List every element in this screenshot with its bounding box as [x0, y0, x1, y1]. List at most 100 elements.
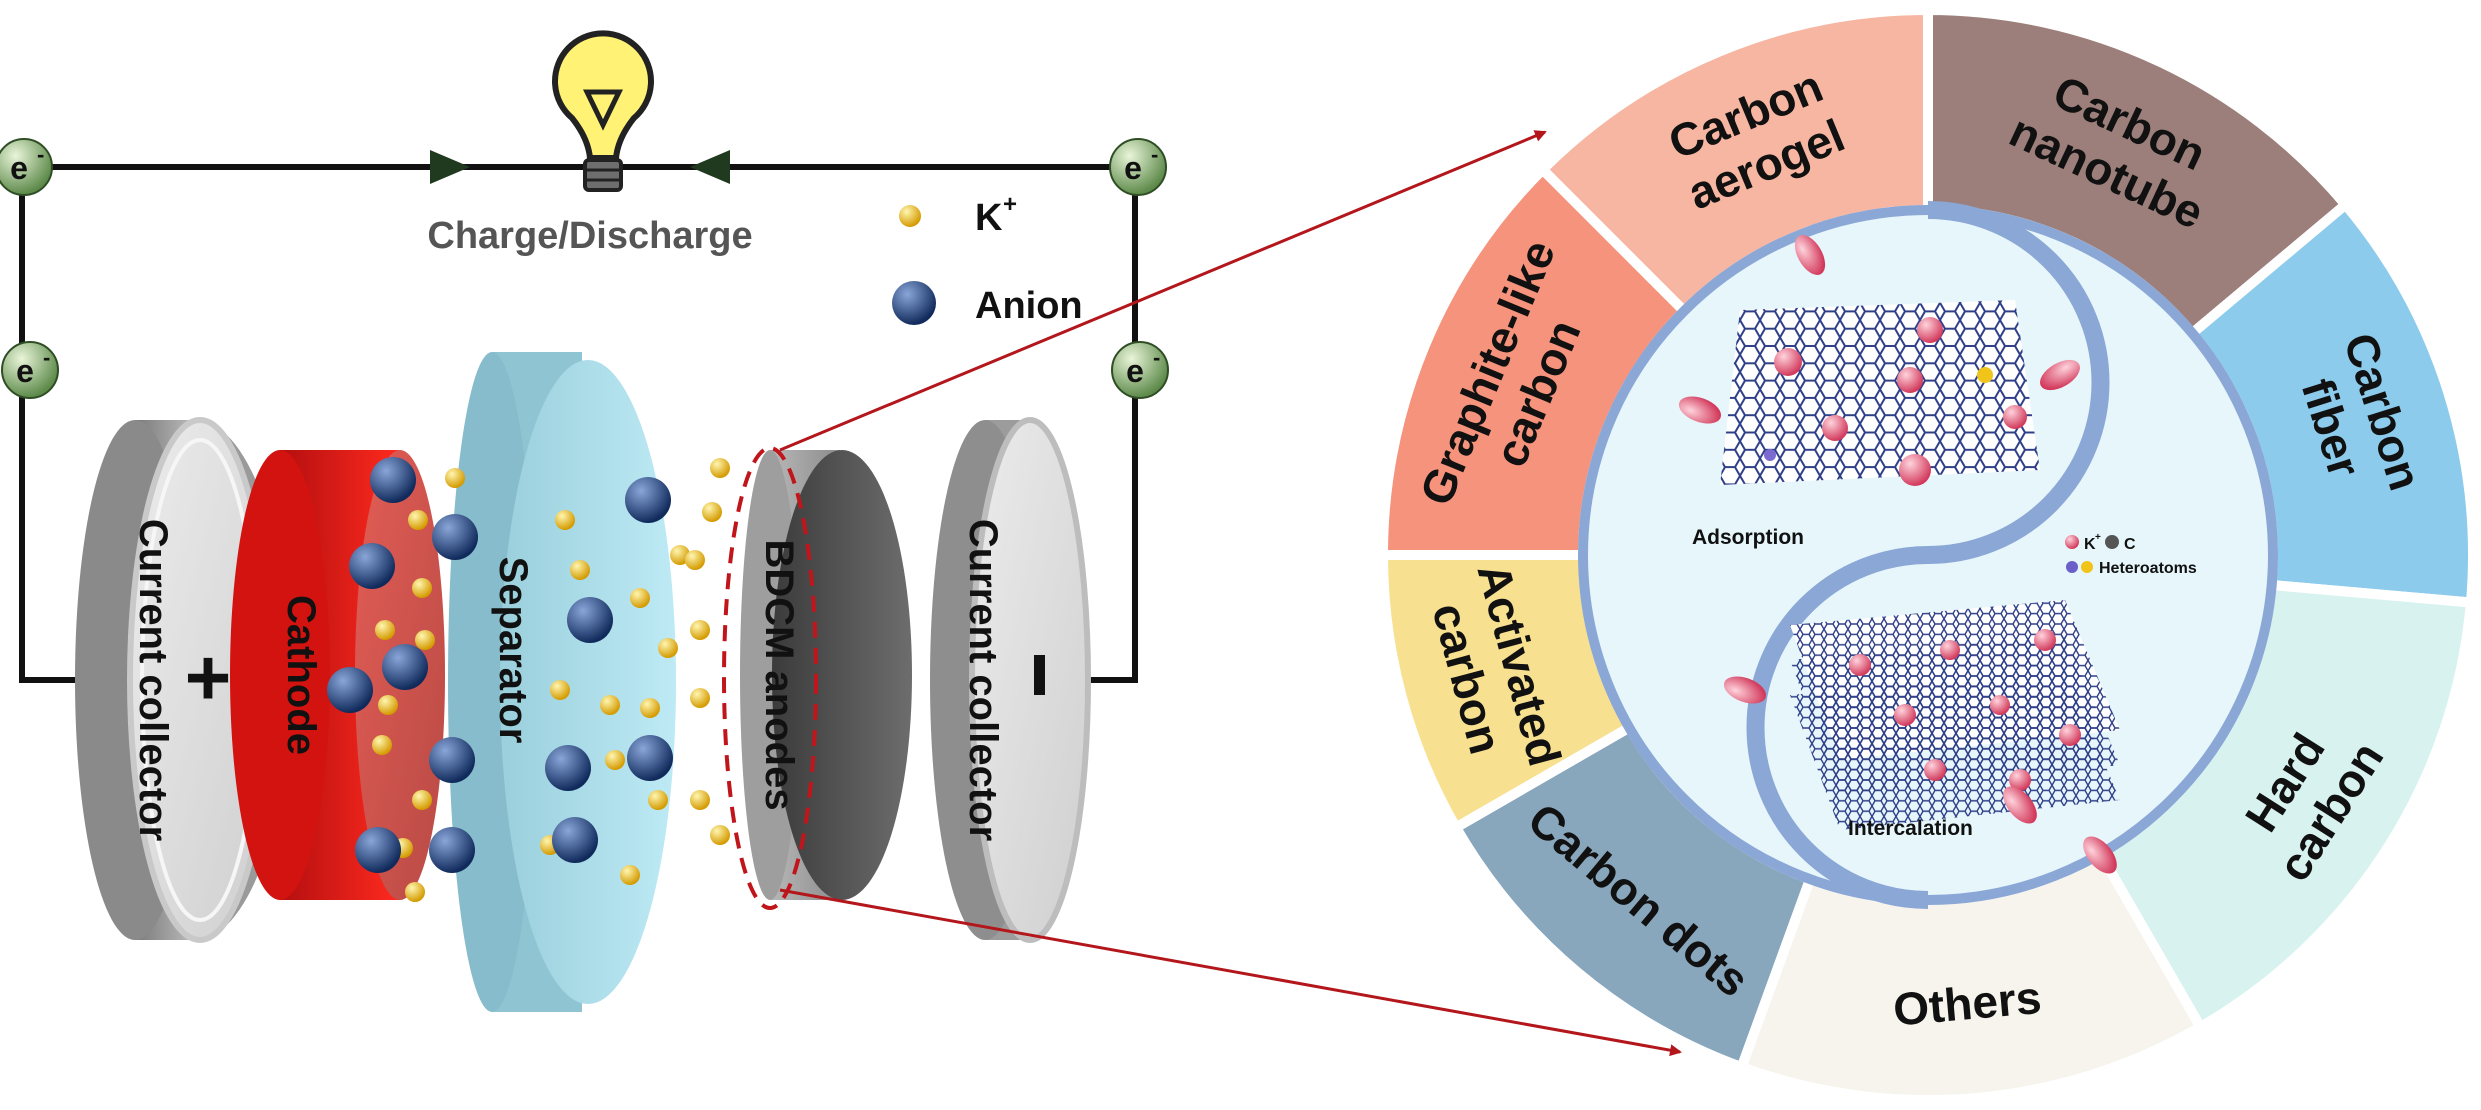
k-ion: [372, 735, 392, 755]
separator-label: Separator: [491, 557, 535, 744]
plus-sign: +: [185, 633, 232, 722]
cathode-label: Cathode: [279, 595, 323, 755]
right-collector-label: Current collector: [961, 519, 1005, 841]
wheel-segment-activated-carbon: Activatedcarbon: [1377, 550, 1637, 835]
electron-1: e -: [0, 138, 53, 196]
k-ion-dot: [2065, 535, 2079, 549]
k-ion: [685, 550, 705, 570]
ions: [327, 457, 730, 902]
zoom-arrow-bottom: [779, 888, 1682, 1057]
k-ion: [658, 638, 678, 658]
anion: [429, 827, 475, 873]
wheel-segment-hard-carbon: Hardcarbon: [2093, 579, 2477, 1034]
svg-text:+: +: [2095, 532, 2101, 543]
anode-highlight-dashed: [722, 446, 818, 910]
circuit: Charge/Discharge e - e - e - e -: [0, 30, 1169, 683]
k-ion-legend-sup: +: [1003, 191, 1017, 218]
zoom-arrow-top: [779, 130, 1547, 452]
svg-text:e: e: [10, 150, 28, 186]
electron-3: e -: [1109, 138, 1167, 196]
k-ion: [412, 790, 432, 810]
k-ion: [570, 560, 590, 580]
battery-cell: Current collector + Cathode Separator BD…: [75, 352, 1101, 1091]
wheel-segment-carbon-nanotube: Carbonnanotube: [1923, 4, 2353, 341]
anion: [382, 644, 428, 690]
k-ion: [555, 510, 575, 530]
charge-discharge-label: Charge/Discharge: [427, 215, 752, 257]
current-arrow-left: [690, 150, 730, 184]
carbon-dot: [2105, 535, 2119, 549]
svg-text:Heteroatoms: Heteroatoms: [2099, 560, 2197, 577]
heteroatom-dot-yellow: [2081, 561, 2093, 573]
svg-text:e: e: [1124, 150, 1142, 186]
anion: [545, 745, 591, 791]
anode-label: BDCM anodes: [757, 539, 801, 810]
right-current-collector: Current collector -: [930, 417, 1101, 1091]
k-ion: [710, 825, 730, 845]
electron-4: e -: [1111, 341, 1169, 399]
k-ion: [415, 630, 435, 650]
anion-legend-icon: [892, 281, 936, 325]
svg-text:K: K: [2084, 536, 2096, 553]
graphene-sheet-adsorption: [1678, 235, 2080, 486]
k-ion: [620, 865, 640, 885]
heteroatom-dot-blue: [2066, 561, 2078, 573]
mechanism-circle: Adsorption Intercalation K + C Heteroato…: [1578, 201, 2278, 909]
anion-legend-label: Anion: [975, 285, 1083, 327]
anion: [349, 543, 395, 589]
current-arrow-right: [430, 150, 470, 184]
svg-text:-: -: [1100, 1089, 1101, 1091]
k-ion: [405, 882, 425, 902]
svg-text:e: e: [16, 353, 34, 389]
anion: [552, 817, 598, 863]
svg-text:-: -: [1153, 345, 1160, 370]
graphene-stack-intercalation: [1723, 600, 2120, 874]
anion: [355, 827, 401, 873]
anion: [429, 737, 475, 783]
left-collector-label: Current collector: [131, 519, 175, 841]
yin-yang-divider: [1746, 201, 2110, 909]
wheel-label-others: Others: [1891, 971, 2043, 1036]
inner-legend: K + C Heteroatoms: [2065, 532, 2197, 577]
k-ion: [630, 588, 650, 608]
anion: [625, 477, 671, 523]
wheel-segment-carbon-fiber: Carbonfiber: [2185, 197, 2478, 608]
intercalation-label: Intercalation: [1848, 817, 1973, 840]
k-ion: [550, 680, 570, 700]
wheel-segment-graphite-like-carbon: Graphite-likecarbon: [1377, 162, 1692, 560]
ion-legend: K + Anion: [892, 191, 1083, 327]
k-ion: [690, 620, 710, 640]
anion: [627, 735, 673, 781]
electron-2: e -: [1, 341, 59, 399]
wheel-segment-carbon-aerogel: Carbonaerogel: [1535, 4, 1933, 319]
svg-text:e: e: [1126, 353, 1144, 389]
k-ion: [710, 458, 730, 478]
k-ion-legend-icon: [899, 205, 921, 227]
k-ion: [375, 620, 395, 640]
k-ion: [702, 502, 722, 522]
k-ion: [378, 695, 398, 715]
adsorption-label: Adsorption: [1692, 526, 1804, 549]
k-ion: [445, 468, 465, 488]
anion: [327, 667, 373, 713]
anion: [567, 597, 613, 643]
k-ion: [648, 790, 668, 810]
k-ion: [412, 578, 432, 598]
k-ion: [600, 695, 620, 715]
k-ion: [690, 688, 710, 708]
svg-text:-: -: [43, 345, 50, 370]
minus-sign: [1034, 655, 1045, 695]
k-ion: [690, 790, 710, 810]
svg-text:-: -: [37, 142, 44, 167]
k-ion-legend-label: K: [975, 197, 1003, 239]
svg-text:C: C: [2124, 536, 2136, 553]
anion: [370, 457, 416, 503]
bdcm-anode: BDCM anodes: [722, 446, 912, 910]
lightbulb-icon: [552, 30, 654, 192]
svg-text:-: -: [1151, 142, 1158, 167]
k-ion: [640, 698, 660, 718]
k-ion: [408, 510, 428, 530]
k-ion: [605, 750, 625, 770]
anion: [432, 514, 478, 560]
